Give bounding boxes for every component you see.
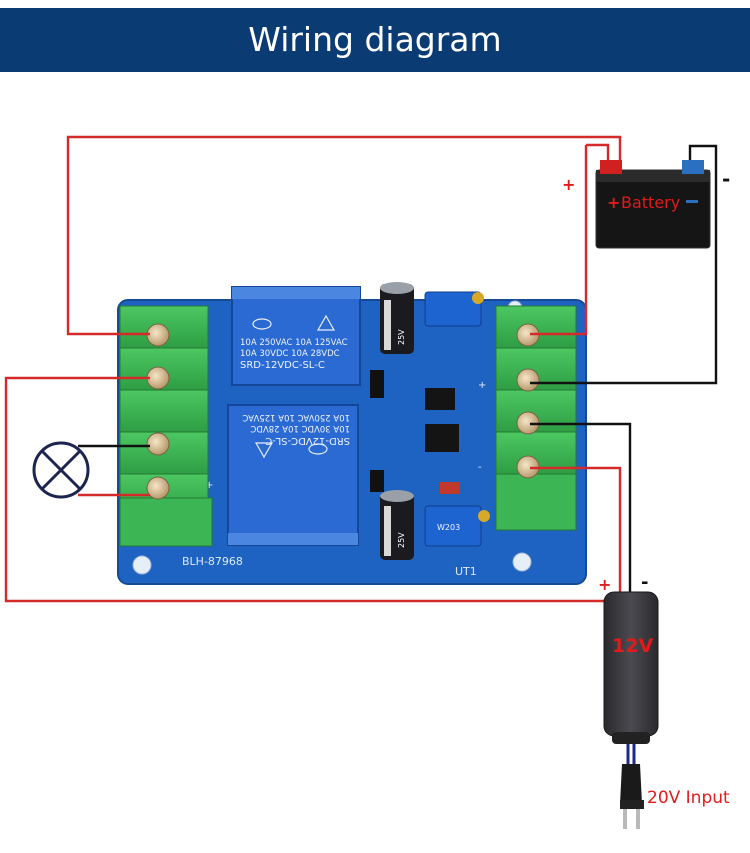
adapter-label: 12V xyxy=(612,635,653,657)
board-model: BLH-87968 xyxy=(182,555,243,568)
battery-minus-sign xyxy=(686,200,698,203)
wire-adapter-negative xyxy=(530,422,632,598)
right-plus-mark: + xyxy=(478,380,486,391)
adapter-minus-label: - xyxy=(641,572,648,593)
relay-top: 10A 250VAC 10A 125VAC 10A 30VDC 10A 28VD… xyxy=(231,286,361,386)
trim-screw xyxy=(472,292,484,304)
battery-negative-terminal[interactable] xyxy=(682,160,704,174)
relay-bottom-rating1: 10A 30VDC 10A 28VDC xyxy=(250,423,350,433)
ic-chip xyxy=(425,424,459,452)
terminal-screw[interactable] xyxy=(146,476,170,500)
wire-battery-positive-stub xyxy=(586,143,610,160)
trim-screw xyxy=(478,510,490,522)
wire-battery-positive-left xyxy=(66,135,622,336)
battery-plus-sign: + xyxy=(607,193,620,212)
wire-adapter-positive xyxy=(530,466,622,598)
power-adapter: 12V xyxy=(603,591,659,766)
terminal-screw[interactable] xyxy=(146,323,170,347)
cqc-mark xyxy=(308,443,328,455)
terminal-screw[interactable] xyxy=(146,432,170,456)
cqc-mark xyxy=(252,318,272,330)
power-plug-icon xyxy=(620,764,644,829)
terminal-screw[interactable] xyxy=(516,368,540,392)
battery-positive-terminal[interactable] xyxy=(600,160,622,174)
battery-label: Battery xyxy=(621,193,680,212)
cap-bottom-voltage: 25V xyxy=(397,532,406,548)
header-banner: Wiring diagram xyxy=(0,8,750,72)
relay-bottom: SRD-12VDC-SL-C 10A 30VDC 10A 28VDC 10A 2… xyxy=(227,404,359,546)
relay-bottom-rating2: 10A 250VAC 10A 125VAC xyxy=(242,412,350,422)
relay-bottom-model: SRD-12VDC-SL-C xyxy=(265,435,350,446)
mounting-hole xyxy=(132,555,152,575)
page-title: Wiring diagram xyxy=(248,20,502,59)
capacitor-top: 25V xyxy=(380,282,414,354)
terminal-base xyxy=(119,497,213,547)
potentiometer-bottom xyxy=(424,505,482,547)
right-minus-mark: - xyxy=(478,462,482,473)
battery-minus-label: - xyxy=(722,167,730,191)
potentiometer-top xyxy=(424,291,482,327)
power-led xyxy=(440,482,460,494)
relay-top-model: SRD-12VDC-SL-C xyxy=(240,360,325,371)
mounting-hole xyxy=(512,552,532,572)
left-terminal-block xyxy=(119,305,213,547)
wires xyxy=(4,135,718,603)
wire-battery-positive-right xyxy=(530,145,588,336)
warning-icon xyxy=(254,442,274,459)
input-label: 20V Input xyxy=(647,788,730,808)
warning-icon xyxy=(316,314,336,331)
relay-board: BLH-87968 UT1 10A 250VAC 10A 125VAC 10A … xyxy=(117,282,587,585)
battery-plus-label: + xyxy=(562,175,575,194)
left-plus-mark: + xyxy=(205,480,213,491)
board-ut1-label: UT1 xyxy=(455,565,477,578)
battery: + Battery xyxy=(595,160,711,249)
lamp-symbol xyxy=(32,441,90,499)
right-terminal-block xyxy=(495,305,577,531)
adapter-plus-label: + xyxy=(598,575,611,594)
capacitor-bottom: 25V xyxy=(380,490,414,560)
relay-top-rating2: 10A 30VDC 10A 28VDC xyxy=(240,349,340,359)
pot-label: W203 xyxy=(437,523,460,532)
transistor xyxy=(425,388,455,410)
wire-battery-negative xyxy=(530,144,718,385)
relay-top-rating1: 10A 250VAC 10A 125VAC xyxy=(240,338,348,348)
terminal-base xyxy=(495,473,577,531)
terminal-screw[interactable] xyxy=(146,366,170,390)
cap-top-voltage: 25V xyxy=(397,329,406,345)
led-indicator xyxy=(370,470,384,492)
led-indicator xyxy=(370,370,384,398)
